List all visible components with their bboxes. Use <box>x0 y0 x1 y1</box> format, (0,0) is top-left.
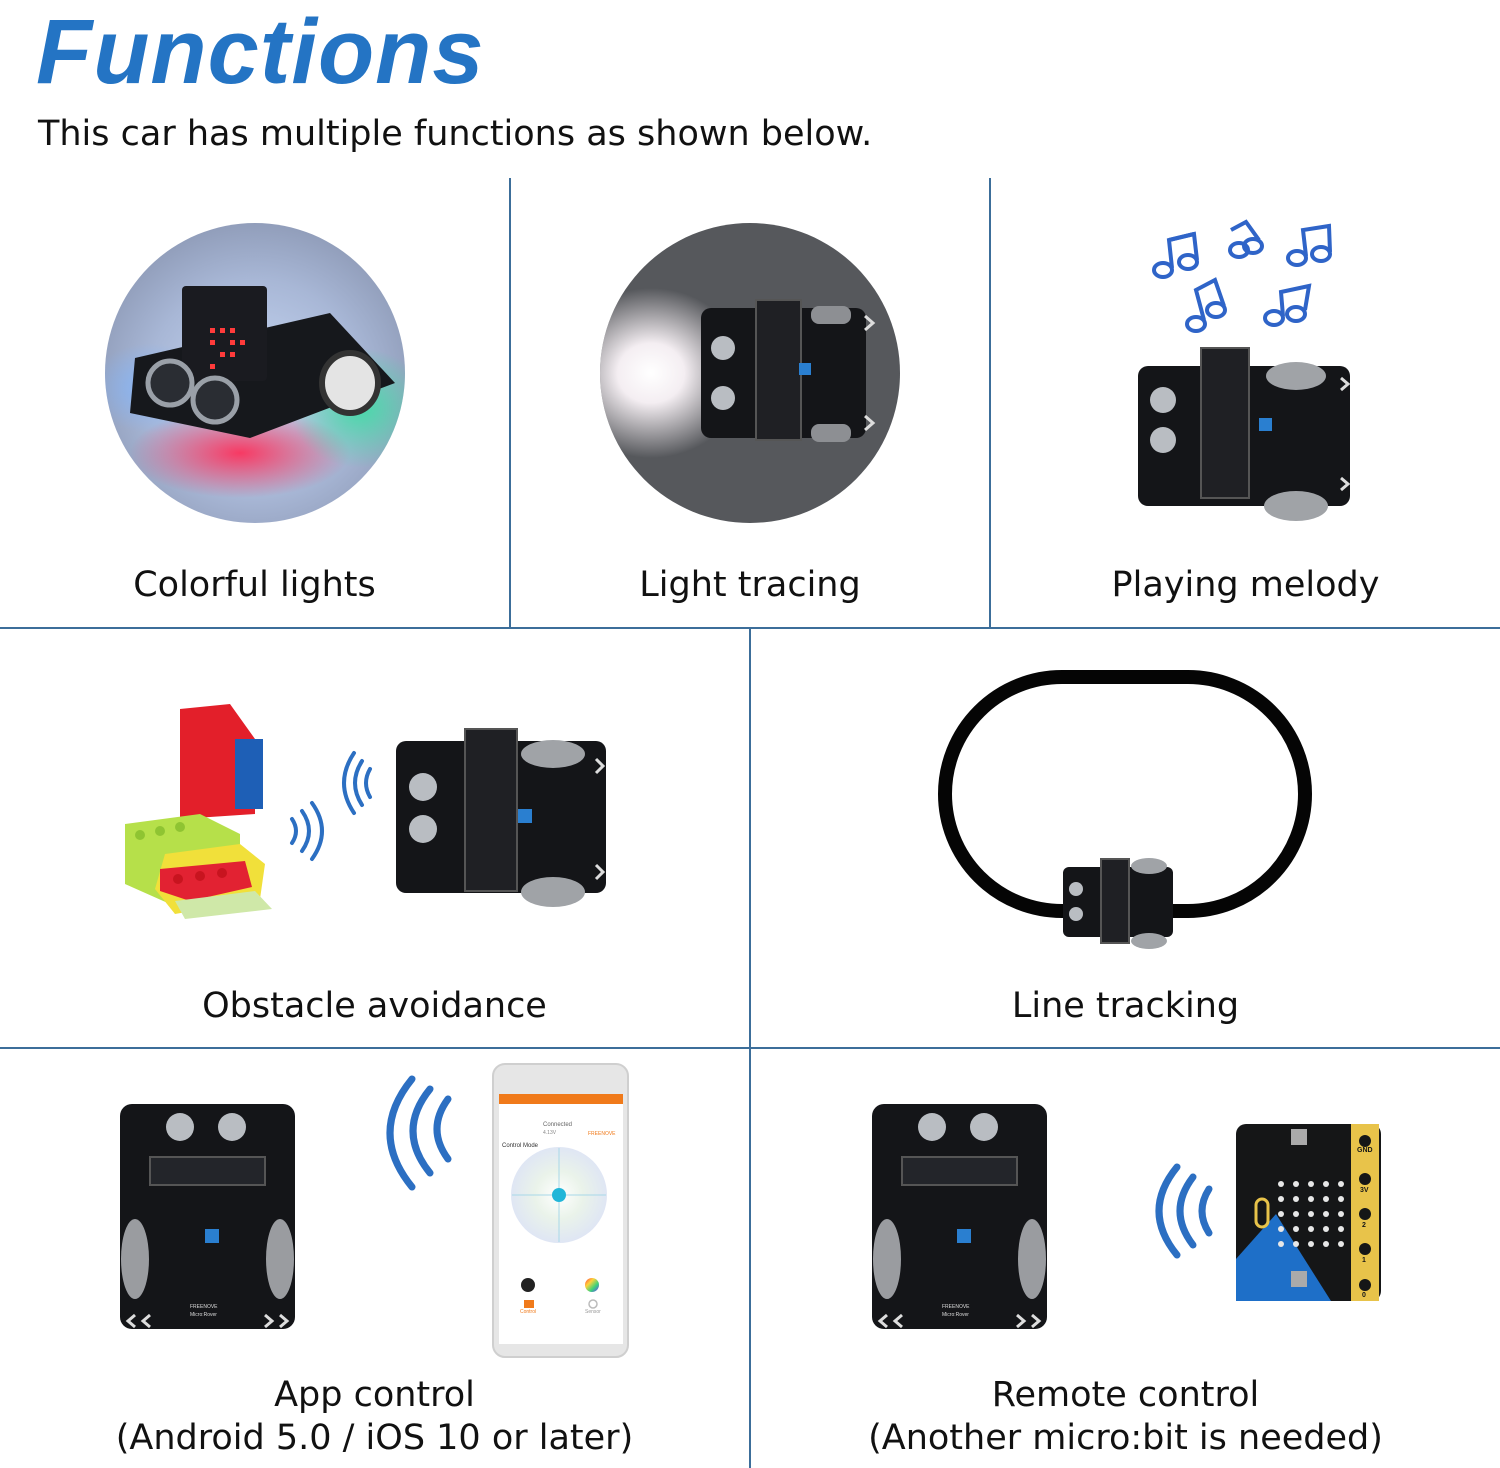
microbit-pin-0: 0 <box>1362 1292 1366 1299</box>
divider-row-1 <box>0 627 1500 629</box>
function-sublabel: (Android 5.0 / iOS 10 or later) <box>115 1418 634 1458</box>
car-rgb-lights-photo <box>105 223 405 523</box>
car-brand-text: FREENOVE <box>190 1304 218 1310</box>
function-colorful-lights: Colorful lights <box>0 178 509 627</box>
function-label: Light tracing <box>639 565 861 605</box>
divider-row-2 <box>0 1047 1500 1049</box>
divider-top-1 <box>509 178 511 627</box>
phone-mode: Control Mode <box>502 1143 539 1149</box>
toy-bricks-icon <box>125 704 272 919</box>
function-line-tracking: Line tracking <box>751 629 1500 1047</box>
car-model-text: Micro:Rover <box>942 1312 969 1318</box>
function-label: Line tracking <box>1011 986 1240 1026</box>
microbit-board-icon <box>1236 1124 1381 1301</box>
microbit-pin-3v: 3V <box>1360 1187 1369 1194</box>
car-oval-track-photo <box>938 670 1312 949</box>
signal-waves-icon <box>290 751 372 861</box>
microbit-pin-gnd: GND <box>1357 1147 1373 1154</box>
car-flashlight-photo <box>600 223 900 523</box>
phone-tab-sensor[interactable]: Sensor <box>585 1309 601 1315</box>
signal-waves-icon <box>386 1075 452 1191</box>
car-music-notes-photo <box>1138 219 1351 521</box>
phone-status: Connected <box>543 1122 573 1128</box>
function-remote-control: FREENOVE Micro:Rover GND 3V 2 1 0 Remote… <box>751 1049 1500 1468</box>
function-sublabel: (Another micro:bit is needed) <box>868 1418 1383 1458</box>
phone-voltage: 4.13V <box>543 1130 557 1136</box>
music-notes-icon <box>1152 219 1332 333</box>
page-subtitle: This car has multiple functions as shown… <box>38 114 873 154</box>
function-label: Playing melody <box>1111 565 1380 605</box>
function-label: Remote control <box>991 1375 1260 1415</box>
phone-brand: FREENOVE <box>588 1131 616 1137</box>
divider-top-2 <box>989 178 991 627</box>
microbit-pin-2: 2 <box>1362 1222 1366 1229</box>
microbit-pin-1: 1 <box>1362 1257 1366 1264</box>
phone-tab-control[interactable]: Control <box>520 1309 537 1315</box>
function-light-tracing: Light tracing <box>511 178 989 627</box>
car-model-text: Micro:Rover <box>190 1312 217 1318</box>
car-brand-text: FREENOVE <box>942 1304 970 1310</box>
page-title: Functions <box>36 1 485 103</box>
function-label: Colorful lights <box>133 565 376 605</box>
function-obstacle-avoidance: Obstacle avoidance <box>0 629 749 1047</box>
phone-time: 5:55 <box>502 1109 514 1115</box>
car-obstacle-bricks-photo <box>125 704 606 919</box>
signal-waves-icon <box>1155 1163 1213 1259</box>
function-app-control: 5:55 Connected 4.13V FREENOVE Control Mo… <box>0 1049 749 1468</box>
car-phone-app-photo <box>120 1063 629 1358</box>
function-label: App control <box>274 1375 475 1415</box>
car-microbit-remote-photo <box>872 1104 1381 1329</box>
function-playing-melody: Playing melody <box>991 178 1500 627</box>
function-label: Obstacle avoidance <box>202 986 547 1026</box>
